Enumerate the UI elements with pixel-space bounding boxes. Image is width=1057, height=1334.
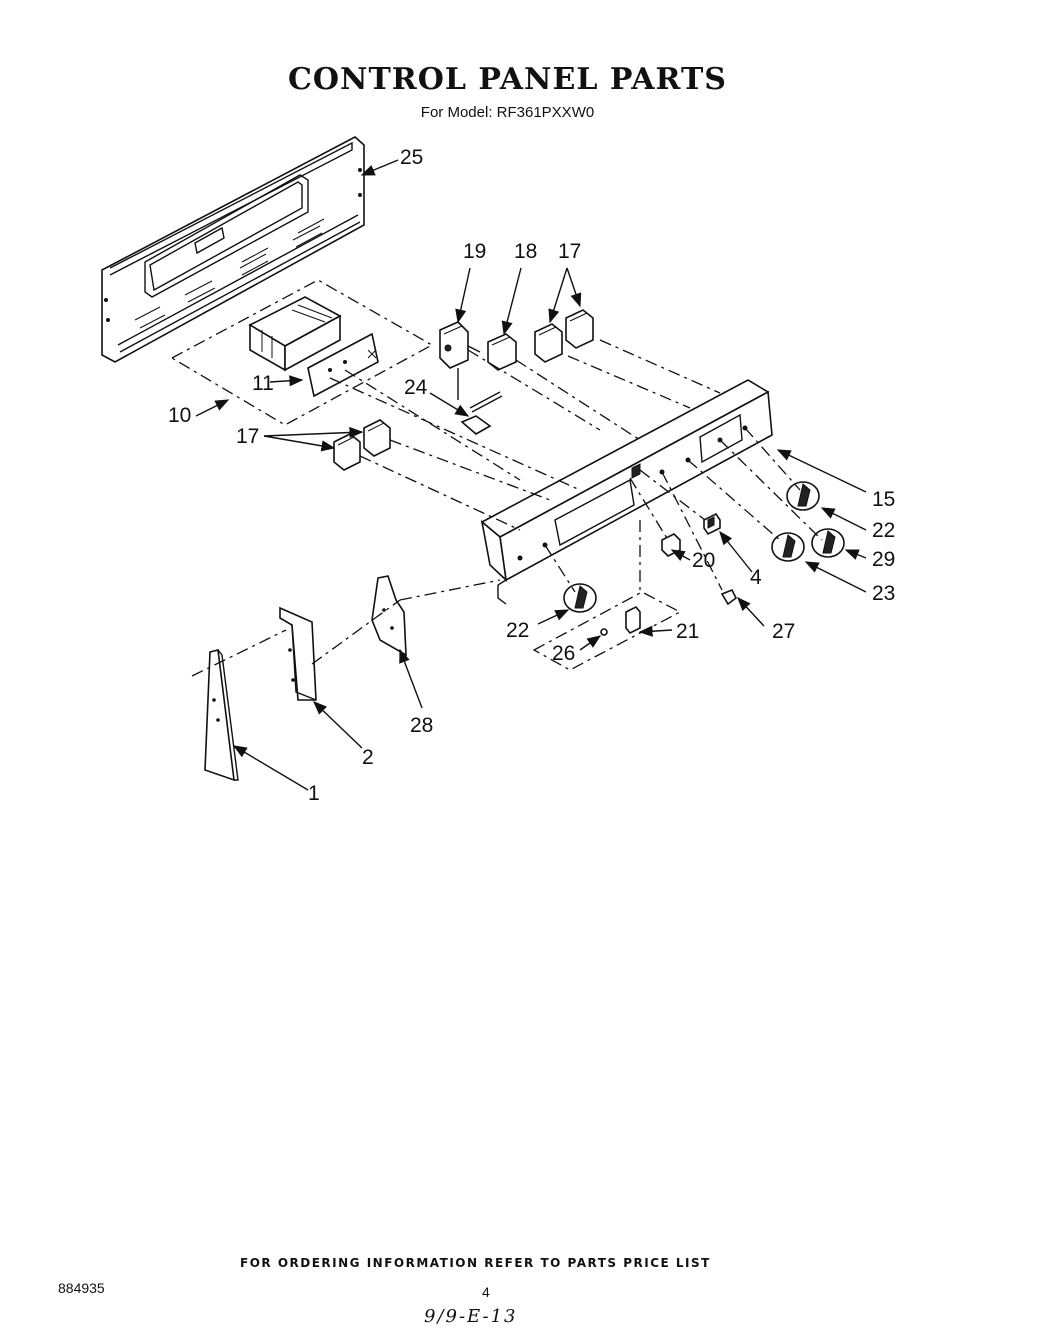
knob-23-part xyxy=(771,532,805,562)
callout-11: 11 xyxy=(252,372,274,395)
ordering-note: FOR ORDERING INFORMATION REFER TO PARTS … xyxy=(240,1256,711,1270)
callout-18: 18 xyxy=(514,240,537,263)
rocker-4-part xyxy=(703,512,721,536)
knob-29-part xyxy=(811,528,845,558)
assembly-dashed-lines xyxy=(191,339,823,677)
infinite-switch-lower-part xyxy=(333,419,391,471)
callout-20: 20 xyxy=(692,549,715,572)
document-number: 884935 xyxy=(58,1280,105,1296)
rear-panel-part xyxy=(101,136,365,363)
page-title: CONTROL PANEL PARTS xyxy=(288,62,727,97)
callout-17-lower: 17 xyxy=(236,425,259,448)
sensor-bulb-part xyxy=(460,391,503,435)
clock-assembly-part xyxy=(170,279,434,426)
callout-1: 1 xyxy=(308,782,320,805)
knob-22-upper-part xyxy=(786,481,820,511)
bracket-28-part xyxy=(371,575,407,657)
callout-24: 24 xyxy=(404,376,428,399)
end-cap-2-part xyxy=(279,606,317,701)
callout-17-upper: 17 xyxy=(558,240,581,263)
callout-4: 4 xyxy=(750,566,762,589)
callout-25: 25 xyxy=(400,146,423,169)
callout-27: 27 xyxy=(772,620,795,643)
callout-22-upper: 22 xyxy=(872,519,895,542)
page-number: 4 xyxy=(482,1284,490,1300)
callout-26: 26 xyxy=(552,642,575,665)
callout-22-lower: 22 xyxy=(506,619,529,642)
control-panel-part xyxy=(480,379,773,605)
model-subtitle: For Model: RF361PXXW0 xyxy=(420,104,595,121)
bulb-27-part xyxy=(720,588,738,606)
callout-23: 23 xyxy=(872,582,895,605)
callout-28: 28 xyxy=(410,714,433,737)
callout-10: 10 xyxy=(168,404,191,427)
callout-21: 21 xyxy=(676,620,699,643)
callout-29: 29 xyxy=(872,548,895,571)
callout-2: 2 xyxy=(362,746,374,769)
end-cap-1-part xyxy=(204,649,239,782)
handwritten-code: 9/9-E-13 xyxy=(424,1306,518,1327)
leader-lines xyxy=(195,159,867,791)
callout-15: 15 xyxy=(872,488,895,511)
infinite-switch-upper-part xyxy=(534,309,594,363)
callout-19: 19 xyxy=(463,240,486,263)
knob-22-lower-part xyxy=(563,583,597,613)
oven-control-part xyxy=(439,321,481,400)
